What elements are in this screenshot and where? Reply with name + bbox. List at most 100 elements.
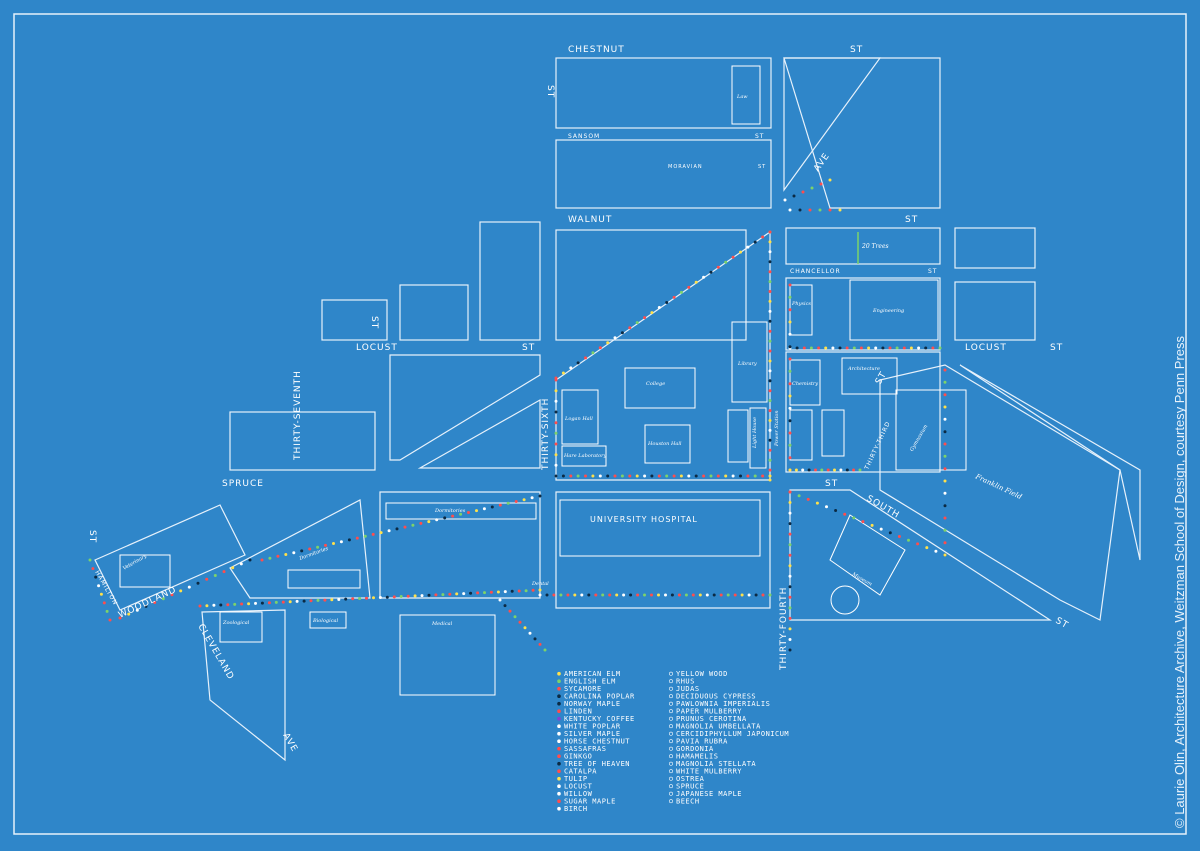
tree-marker xyxy=(144,604,148,608)
tree-marker xyxy=(768,474,772,478)
legend-swatch xyxy=(557,776,561,781)
legend-swatch xyxy=(669,769,673,774)
tree-marker xyxy=(788,456,792,460)
tree-marker xyxy=(395,527,399,531)
tree-marker xyxy=(569,474,573,478)
tree-marker xyxy=(443,516,447,520)
street-label-st: ST xyxy=(545,85,555,98)
tree-marker xyxy=(635,321,639,325)
tree-marker xyxy=(768,260,772,264)
tree-marker xyxy=(768,468,772,472)
tree-marker xyxy=(687,474,691,478)
tree-marker xyxy=(496,590,500,594)
tree-marker xyxy=(420,594,424,598)
tree-marker xyxy=(606,341,610,345)
tree-marker xyxy=(859,346,863,350)
tree-marker xyxy=(613,336,617,340)
tree-marker xyxy=(768,369,772,373)
street-label-st: ST xyxy=(905,215,918,225)
tree-marker xyxy=(808,208,812,212)
tree-marker xyxy=(788,490,792,494)
tree-marker xyxy=(814,468,817,472)
tree-marker xyxy=(828,208,832,212)
label-engineering: Engineering xyxy=(872,308,904,314)
tree-marker xyxy=(226,603,230,607)
tree-marker xyxy=(664,593,667,597)
tree-marker xyxy=(943,380,947,384)
legend-label: WILLOW xyxy=(564,790,593,798)
label-chemistry: Chemistry xyxy=(792,381,818,387)
tree-marker xyxy=(870,523,874,527)
tree-marker xyxy=(917,346,921,350)
tree-marker xyxy=(620,331,624,335)
tree-marker xyxy=(938,346,942,350)
legend-label: HAMAMELIS xyxy=(676,753,718,761)
tree-marker xyxy=(768,389,772,393)
legend-swatch xyxy=(669,679,673,684)
tree-marker xyxy=(406,594,410,598)
tree-marker xyxy=(524,589,528,593)
tree-marker xyxy=(924,346,928,350)
tree-marker xyxy=(768,458,772,462)
tree-marker xyxy=(768,478,772,482)
tree-marker xyxy=(94,575,98,579)
legend-label: SILVER MAPLE xyxy=(564,730,621,738)
tree-marker xyxy=(788,543,792,547)
street-walnut: WALNUT xyxy=(568,215,612,225)
tree-marker xyxy=(746,245,750,249)
legend-swatch xyxy=(669,754,673,759)
tree-marker xyxy=(462,592,466,596)
tree-marker xyxy=(363,534,367,538)
tree-marker xyxy=(561,371,565,375)
legend-label: PAVIA RUBRA xyxy=(676,738,728,746)
tree-marker xyxy=(798,208,802,212)
legend-swatch xyxy=(669,739,673,744)
tree-marker xyxy=(584,474,587,478)
tree-marker xyxy=(694,280,698,284)
tree-marker xyxy=(768,359,772,363)
tree-marker xyxy=(554,474,558,478)
tree-marker xyxy=(427,593,431,597)
tree-marker xyxy=(815,501,819,505)
tree-marker xyxy=(925,546,929,550)
tree-marker xyxy=(794,468,798,472)
tree-marker xyxy=(788,419,792,423)
legend-label: AMERICAN ELM xyxy=(564,670,621,678)
legend-swatch xyxy=(557,701,561,706)
tree-marker xyxy=(552,593,556,597)
tree-marker xyxy=(838,208,842,212)
tree-marker xyxy=(768,280,772,284)
tree-marker xyxy=(476,591,480,595)
tree-marker xyxy=(517,589,521,593)
tree-marker xyxy=(684,593,688,597)
tree-marker xyxy=(222,570,226,574)
legend-swatch xyxy=(669,761,673,766)
tree-marker xyxy=(768,448,772,452)
tree-marker xyxy=(768,270,772,274)
tree-marker xyxy=(628,474,632,478)
street-spruce: SPRUCE xyxy=(222,479,264,489)
tree-marker xyxy=(316,545,320,549)
tree-marker xyxy=(260,601,264,605)
label-houston-hall: Houston Hall xyxy=(647,441,682,447)
tree-marker xyxy=(302,599,306,603)
legend-label: CERCIDIPHYLLUM JAPONICUM xyxy=(676,730,789,738)
legend-swatch xyxy=(669,694,673,699)
legend-swatch xyxy=(557,731,561,736)
legend-swatch xyxy=(557,671,561,676)
tree-marker xyxy=(411,523,415,527)
tree-marker xyxy=(712,593,716,597)
legend-label: SPRUCE xyxy=(676,783,704,791)
tree-marker xyxy=(694,474,698,478)
tree-marker xyxy=(761,474,765,478)
tree-marker xyxy=(753,474,757,478)
tree-marker xyxy=(687,285,691,289)
building-outlines xyxy=(119,65,967,696)
tree-marker xyxy=(620,474,624,478)
city-blocks xyxy=(94,57,1141,762)
street-chancellor: CHANCELLOR xyxy=(790,268,841,275)
tree-marker xyxy=(523,626,527,630)
tree-marker xyxy=(161,597,165,601)
